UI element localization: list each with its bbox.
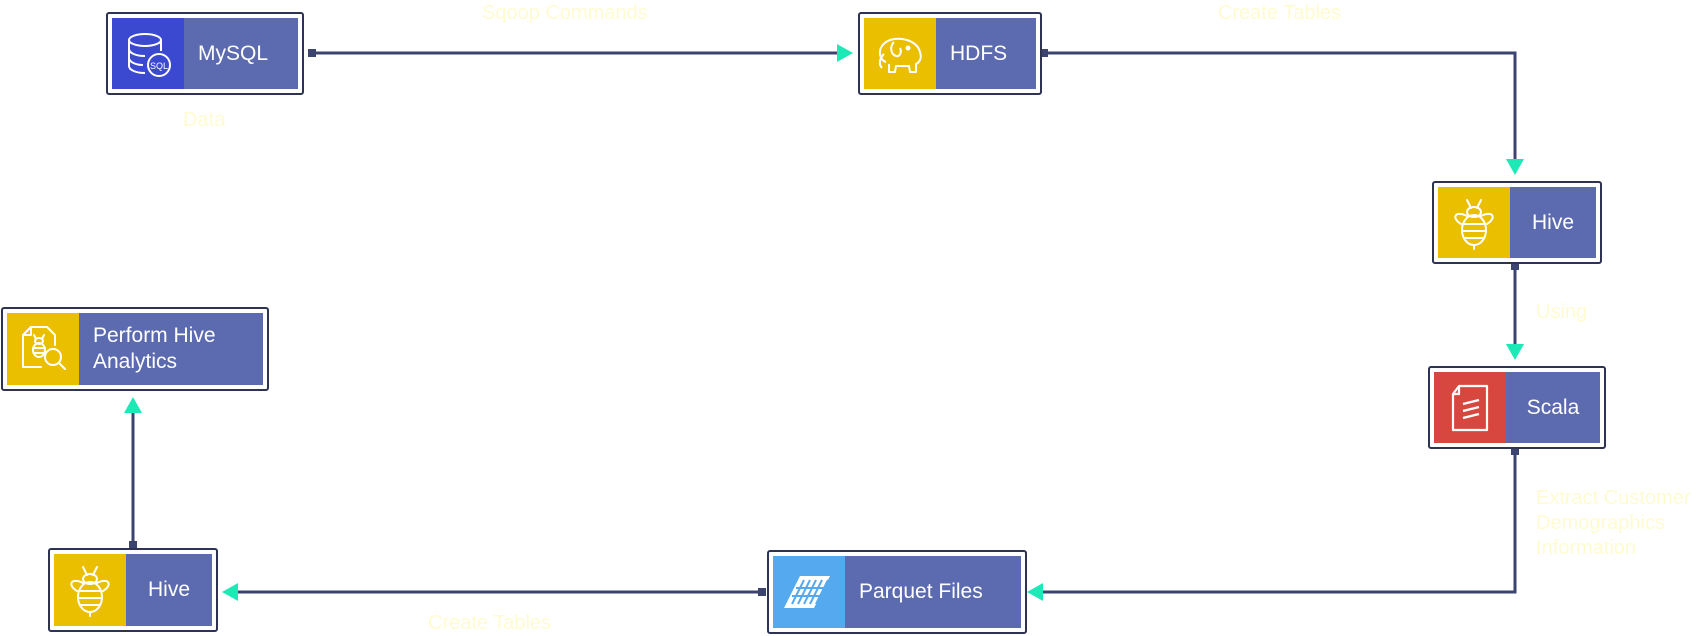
node-label: HDFS (936, 18, 1036, 89)
node-perform-hive-analytics[interactable]: Perform Hive Analytics (1, 307, 269, 391)
node-label: Hive (126, 554, 212, 626)
node-label: Hive (1510, 187, 1596, 258)
edge-arrowhead (124, 397, 142, 413)
edge-label-using: Using (1536, 301, 1588, 323)
node-icon-box (54, 554, 126, 626)
node-label: Scala (1506, 372, 1600, 443)
edge-source-marker (1511, 262, 1519, 270)
edge-arrowhead (1506, 159, 1524, 175)
edge-label-sqoop-commands: Sqoop Commands (482, 2, 648, 24)
edge-arrowhead (1027, 583, 1043, 601)
database-sql-icon: SQL (128, 32, 171, 77)
node-mysql[interactable]: SQL MySQL (106, 12, 304, 95)
edge-hdfs-to-hive (1044, 51, 1517, 164)
edge-label-create-tables-top: Create Tables (1218, 2, 1342, 24)
elephant-icon (878, 37, 922, 73)
edge-label-create-tables-bottom: Create Tables (428, 612, 552, 634)
edge-scala-to-parquet (1042, 451, 1517, 594)
node-icon-box (864, 18, 936, 89)
node-hive-bottom[interactable]: Hive (48, 548, 218, 632)
node-icon-box (1434, 372, 1506, 443)
node-scala[interactable]: Scala (1428, 366, 1606, 449)
edge-source-marker (1040, 49, 1048, 57)
edge-source-marker (1511, 447, 1519, 455)
node-icon-box (7, 313, 79, 385)
edge-arrowhead (222, 583, 238, 601)
node-label: Perform Hive Analytics (79, 313, 263, 385)
document-icon (1451, 384, 1489, 431)
edge-source-marker (129, 541, 137, 549)
node-hdfs[interactable]: HDFS (858, 12, 1042, 95)
edge-arrowhead (1506, 344, 1524, 360)
node-hive-top[interactable]: Hive (1432, 181, 1602, 264)
node-parquet-files[interactable]: Parquet Files (767, 550, 1027, 634)
bee-icon (1454, 198, 1494, 250)
node-icon-box (1438, 187, 1510, 258)
edge-label-extract: Extract Customer Demographics Informatio… (1536, 487, 1691, 559)
node-label: MySQL (184, 18, 298, 89)
svg-text:SQL: SQL (150, 61, 168, 71)
parquet-icon (784, 576, 830, 608)
edge-source-marker (758, 588, 766, 596)
edge-label-data: Data (183, 109, 226, 131)
node-icon-box: SQL (112, 18, 184, 89)
edge-arrowhead (837, 44, 853, 62)
edge-source-marker (308, 49, 316, 57)
node-label: Parquet Files (845, 556, 1021, 628)
bee-icon (70, 566, 110, 617)
node-icon-box (773, 556, 845, 628)
analytics-search-icon (22, 326, 66, 370)
